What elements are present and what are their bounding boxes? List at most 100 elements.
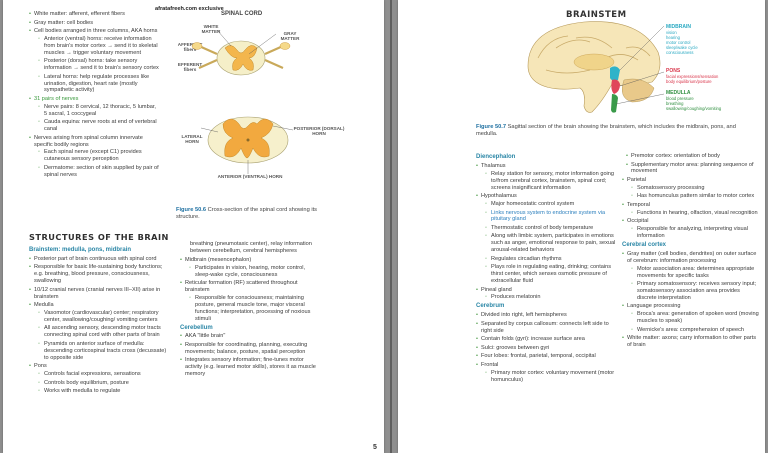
book-gutter <box>384 0 398 453</box>
list-item: All ascending sensory, descending motor … <box>38 325 169 339</box>
list-item: Occipital Responsible for analyzing, int… <box>622 218 760 240</box>
list-item: Has homunculus pattern similar to motor … <box>631 193 760 200</box>
list-item: Major homeostatic control system <box>485 201 616 208</box>
list-item: Medulla Vasomotor (cardiovascular) cente… <box>29 302 169 361</box>
list-item: Controls facial expressions, sensations <box>38 371 169 378</box>
list-item: Works with medulla to regulate <box>38 388 169 395</box>
label-anterior-horn: ANTERIOR (VENTRAL) HORN <box>217 174 283 179</box>
list-item: Thermostatic control of body temperature <box>485 225 616 232</box>
list-item: Integrates sensory information; fine-tun… <box>180 357 320 378</box>
list-item: Responsible for basic life-sustaining bo… <box>29 264 169 285</box>
label-pons: PONS <box>666 68 681 74</box>
pons-functions: facial expressions/sensation body equili… <box>666 74 719 84</box>
list-item: Separated by corpus callosum: connects l… <box>476 321 616 335</box>
list-item: Contain folds (gyri): increase surface a… <box>476 336 616 343</box>
spinal-cord-notes: White matter: afferent, efferent fibers … <box>29 11 159 180</box>
list-item: Wernicke's area: comprehension of speech <box>631 327 760 334</box>
list-item: Pons Controls facial expressions, sensat… <box>29 363 169 395</box>
list-item: Functions in hearing, olfaction, visual … <box>631 210 760 217</box>
list-item: Vasomotor (cardiovascular) center; respi… <box>38 310 169 324</box>
figure-caption: Figure 50.7 Sagittal section of the brai… <box>476 124 736 137</box>
medulla-functions: blood pressure breathing swallowing/coug… <box>666 96 722 111</box>
list-item: Premotor cortex: orientation of body <box>626 153 760 160</box>
list-item: Anterior (ventral) horns: receive inform… <box>38 36 159 57</box>
list-item: Along with limbic system, participates i… <box>485 233 616 254</box>
list-item: Nerves arising from spinal column innerv… <box>29 135 159 179</box>
spinal-cord-figure: SPINAL CORD WHITE MATTER GRAY MATTER AFF… <box>173 10 373 200</box>
list-item: Cauda equina: nerve roots at end of vert… <box>38 119 159 133</box>
label-midbrain: MIDBRAIN <box>666 24 691 30</box>
figure-caption: Figure 50.6 Cross-section of the spinal … <box>176 207 318 220</box>
list-item: White matter: axons; carry information t… <box>622 335 760 349</box>
list-item: Each spinal nerve (except C1) provides c… <box>38 149 159 163</box>
watermark: afratafreeh.com exclusive <box>155 6 224 12</box>
list-item: Reticular formation (RF) scattered throu… <box>180 280 320 322</box>
list-item: Gray matter (cell bodies, dendrites) on … <box>622 251 760 302</box>
list-item: Cell bodies arranged in three columns, A… <box>29 28 159 94</box>
list-item: Primary somatosensory: receives sensory … <box>631 281 760 302</box>
subhead-brainstem: Brainstem: medulla, pons, midbrain <box>29 247 132 253</box>
midbrain-cerebellum-notes: breathing (pneumotaxic center), relay in… <box>180 241 320 380</box>
figure-title: BRAINSTEM <box>566 10 627 20</box>
list-item: Controls body equilibrium, posture <box>38 380 169 387</box>
list-item: Pyramids on anterior surface of medulla:… <box>38 341 169 362</box>
list-item: Posterior part of brain continuous with … <box>29 256 169 263</box>
label-gray-matter: GRAY MATTER <box>280 31 300 41</box>
list-item: Pineal gland Produces melatonin <box>476 287 616 302</box>
spine-shadow <box>390 0 392 453</box>
list-item: AKA "little brain" <box>180 333 320 340</box>
list-item: Regulates circadian rhythms <box>485 256 616 263</box>
list-item: Responsible for coordinating, planning, … <box>180 342 320 356</box>
brainstem-figure: BRAINSTEM MIDBRAIN vision hearing motor … <box>516 8 756 120</box>
list-item: Motor association area: determines appro… <box>631 266 760 280</box>
label-medulla: MEDULLA <box>666 90 691 96</box>
list-item: Divided into right, left hemispheres <box>476 312 616 319</box>
list-item: Produces melatonin <box>485 294 616 301</box>
list-item: Dermatome: section of skin supplied by p… <box>38 165 159 179</box>
subhead-diencephalon: Diencephalon <box>476 154 516 160</box>
list-item: Supplementary motor area: planning seque… <box>626 162 760 176</box>
subhead-cerebrum: Cerebrum <box>476 303 505 310</box>
list-item: Frontal Primary motor cortex: voluntary … <box>476 362 616 384</box>
label-white-matter: WHITE MATTER <box>201 24 221 34</box>
lobes-cortex-notes: Premotor cortex: orientation of body Sup… <box>622 153 760 351</box>
subhead-cerebellum: Cerebellum <box>180 324 213 331</box>
list-item: Temporal Functions in hearing, olfaction… <box>622 202 760 217</box>
label-efferent: EFFERENT fibers <box>177 62 203 72</box>
list-item: Posterior (dorsal) horns: take sensory i… <box>38 58 159 72</box>
list-item: Links nervous system to endocrine system… <box>485 210 616 224</box>
list-item: White matter: afferent, efferent fibers <box>29 11 159 18</box>
spinal-cord-diagram <box>191 29 294 174</box>
list-item: Relay station for sensory, motor informa… <box>485 171 616 192</box>
list-item: Plays role in regulating eating, drinkin… <box>485 264 616 285</box>
figure-title: SPINAL CORD <box>221 11 263 17</box>
list-item: 10/12 cranial nerves (cranial nerves III… <box>29 287 169 301</box>
list-item: Midbrain (mesencephalon) Participates in… <box>180 257 320 279</box>
list-item: 31 pairs of nerves Nerve pairs: 8 cervic… <box>29 96 159 133</box>
list-item: Somatosensory processing <box>631 185 760 192</box>
diencephalon-cerebrum-notes: Diencephalon Thalamus Relay station for … <box>476 152 616 385</box>
list-item: Gray matter: cell bodies <box>29 20 159 27</box>
label-posterior-horn: POSTERIOR (DORSAL) HORN <box>293 126 345 136</box>
subhead-cerebral-cortex: Cerebral cortex <box>622 241 667 248</box>
page-number: 5 <box>373 444 377 451</box>
brain-diagram <box>527 21 665 113</box>
list-item: Parietal Somatosensory processing Has ho… <box>622 177 760 200</box>
right-page: BRAINSTEM MIDBRAIN vision hearing motor … <box>398 0 765 453</box>
list-item: Nerve pairs: 8 cervical, 12 thoracic, 5 … <box>38 104 159 118</box>
continued-text: breathing (pneumotaxic center), relay in… <box>190 241 312 254</box>
list-item: Lateral horns: help regulate processes l… <box>38 74 159 95</box>
list-item: Responsible for consciousness; maintaini… <box>189 295 320 323</box>
list-item: Primary motor cortex: voluntary movement… <box>485 370 616 384</box>
list-item: Hypothalamus Major homeostatic control s… <box>476 193 616 285</box>
list-item: Sulci: grooves between gyri <box>476 345 616 352</box>
label-afferent: AFFERENT fibers <box>177 42 203 52</box>
list-item: Thalamus Relay station for sensory, moto… <box>476 163 616 192</box>
list-item: Broca's area: generation of spoken word … <box>631 311 760 325</box>
left-page: afratafreeh.com exclusive White matter: … <box>3 0 384 453</box>
brainstem-notes: Brainstem: medulla, pons, midbrain Poste… <box>29 245 169 397</box>
section-title: STRUCTURES OF THE BRAIN <box>29 232 169 242</box>
list-item: Four lobes: frontal, parietal, temporal,… <box>476 353 616 360</box>
list-item: Responsible for analyzing, interpreting … <box>631 226 760 240</box>
list-item: Participates in vision, hearing, motor c… <box>189 265 320 279</box>
